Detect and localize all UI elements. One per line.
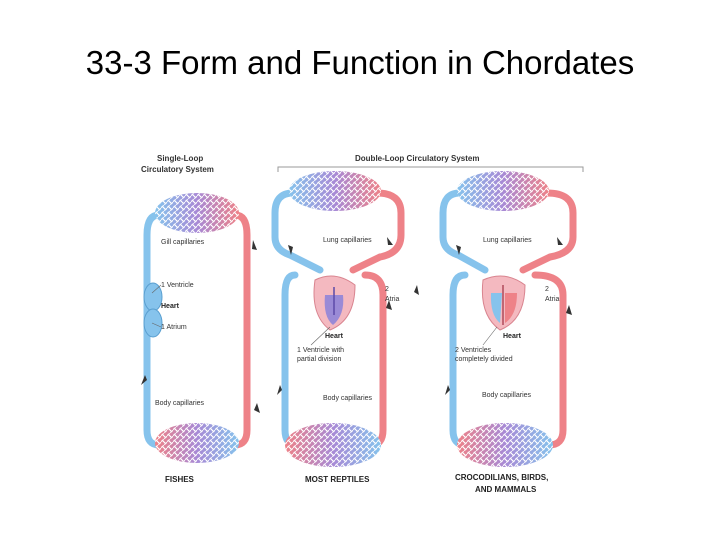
flow-arrow	[387, 237, 393, 245]
fish-circulation: Gill capillaries 1 Ventricle Heart 1 Atr…	[141, 193, 260, 484]
birds-caption: CROCODILIANS, BIRDS,	[455, 473, 548, 482]
flow-arrow	[557, 237, 563, 245]
bird-body-capillaries-label: Body capillaries	[482, 392, 532, 399]
single-loop-header: Single-Loop	[157, 154, 203, 163]
double-loop-header: Double-Loop Circulatory System	[355, 154, 479, 163]
flow-arrow	[141, 375, 147, 385]
flow-arrow	[566, 305, 572, 315]
flow-arrow	[254, 403, 260, 413]
bird-ventricles-label: 2 Ventricles	[455, 347, 492, 354]
slide-title: 33-3 Form and Function in Chordates	[85, 44, 635, 81]
reptile-circulation: Lung capillaries 2 Atria Heart 1 Ventric…	[271, 171, 419, 484]
reptile-atria-label: Atria	[385, 296, 400, 303]
reptiles-caption: MOST REPTILES	[305, 475, 370, 484]
single-loop-header-line2: Circulatory System	[141, 165, 214, 174]
fish-heart	[143, 282, 163, 338]
fish-heart-label: Heart	[161, 303, 180, 310]
bird-lung-capillaries-label: Lung capillaries	[483, 237, 532, 244]
reptile-heart	[313, 275, 356, 331]
bird-atria-number: 2	[545, 286, 549, 293]
double-loop-bracket	[277, 166, 584, 172]
reptile-lung-capillaries-label: Lung capillaries	[323, 237, 372, 244]
ventricle-label: 1 Ventricle	[161, 282, 194, 289]
fishes-caption: FISHES	[165, 475, 195, 484]
flow-arrow	[414, 285, 419, 295]
flow-arrow	[456, 245, 461, 255]
flow-arrow	[445, 385, 450, 395]
reptile-atria-number: 2	[385, 286, 389, 293]
bird-atria-label: Atria	[545, 296, 560, 303]
gill-capillary-bed	[155, 193, 239, 233]
atrium-label: 1 Atrium	[161, 324, 187, 331]
fish-body-capillary-bed	[155, 423, 239, 463]
reptile-body-capillaries-label: Body capillaries	[323, 395, 373, 402]
reptile-body-capillary-bed	[285, 423, 381, 467]
bird-heart-label: Heart	[503, 333, 522, 340]
bird-lung-capillary-bed	[457, 171, 549, 211]
reptile-ventricle-label: 1 Ventricle with	[297, 347, 344, 354]
bird-ventricles-label-line2: completely divided	[455, 356, 513, 363]
flow-arrow	[288, 245, 293, 255]
birds-caption-line2: AND MAMMALS	[475, 485, 537, 494]
flow-arrow	[252, 240, 257, 250]
reptile-ventricle-label-line2: partial division	[297, 356, 341, 363]
bird-mammal-heart	[481, 275, 526, 331]
bird-body-capillary-bed	[457, 423, 553, 467]
flow-arrow	[386, 300, 392, 310]
circulatory-diagram: Single-Loop Circulatory System Double-Lo…	[141, 154, 584, 494]
fish-body-capillaries-label: Body capillaries	[155, 400, 205, 407]
reptile-heart-label: Heart	[325, 333, 344, 340]
bird-mammal-circulation: Lung capillaries 2 Atria Heart 2 Ventric…	[439, 171, 577, 494]
gill-capillaries-label: Gill capillaries	[161, 239, 205, 246]
reptile-lung-capillary-bed	[289, 171, 381, 211]
flow-arrow	[277, 385, 282, 395]
